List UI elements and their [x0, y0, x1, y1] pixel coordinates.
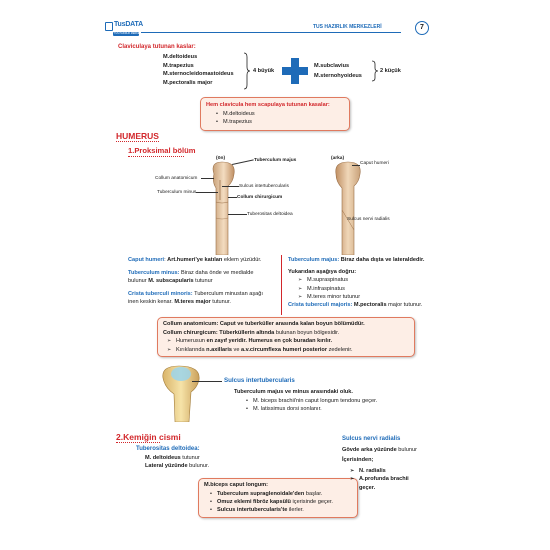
- tuberositas-line1: M. deltoideus tutunur: [145, 454, 200, 461]
- down-title: Yukarıdan aşağıya doğru:: [288, 268, 357, 275]
- list-item: Sulcus intertubercularis'te ilerler.: [208, 506, 352, 515]
- tub-minus-line1: Tuberculum minus: Biraz daha önde ve med…: [128, 269, 254, 276]
- radialis-list: N. radialis A.profunda brachii geçer.: [350, 467, 434, 492]
- list-item: A.profunda brachii geçer.: [350, 475, 420, 492]
- proksimal-heading: 1.Proksimal bölüm: [128, 146, 196, 155]
- list-item: N. radialis: [350, 467, 434, 476]
- leader-line: [192, 381, 222, 382]
- fig1-label-collum-chir: Collum chirurgicum: [237, 195, 283, 200]
- list-item: M.trapezius: [214, 118, 344, 127]
- radialis-inside: İçerisinden;: [342, 457, 374, 464]
- crista-minoris-line2: inen keskin kenar. M.teres major tutunur…: [128, 299, 231, 306]
- humerus-heading: HUMERUS: [116, 131, 159, 141]
- muscle-item: M.pectoralis major: [163, 79, 213, 86]
- collum-chir-line: Collum chirurgicum: Tüberküllerin altınd…: [163, 329, 340, 336]
- list-item: Humerusun en zayıf yeridir. Humerus en ç…: [167, 337, 409, 346]
- clavicula-title: Claviculaya tutunan kaslar:: [118, 44, 196, 50]
- crista-minoris-line1: Crista tuberculi minoris: Tuberculum min…: [128, 290, 263, 297]
- list-item: Kırıklarında n.axillaris ve a.v.circumfl…: [167, 346, 409, 355]
- leader-line: [201, 178, 214, 179]
- list-item: M.teres minor tutunur: [298, 293, 438, 302]
- proksimal-underline: [128, 156, 184, 157]
- fig1-label-tuberositas: Tuberositas deltoidea: [247, 212, 293, 217]
- leader-line: [228, 214, 247, 215]
- biceps-title: M.biceps caput longum:: [204, 482, 269, 488]
- tuberositas-section: Tuberositas deltoidea: M. deltoideus tut…: [136, 445, 209, 471]
- plus-icon: [282, 58, 308, 84]
- list-item: Tuberculum supraglenoidale'den başlar.: [208, 490, 352, 499]
- humerus-head-illustration: [162, 365, 200, 422]
- leader-line: [196, 192, 218, 193]
- clavicula-left-list: M.deltoideus M.trapezius M.sternocleidom…: [163, 53, 234, 87]
- down-list: M.supraspinatus M.infraspinatus M.teres …: [298, 276, 438, 302]
- sulcus-inter-list: M. biceps brachii'nin caput longum tendo…: [244, 397, 377, 414]
- logo-subtitle: TUS HAZIRLIK MERKEZLERİ: [113, 32, 139, 36]
- both-attach-box: Hem clavicula hem scapulaya tutunan kasa…: [200, 97, 350, 131]
- list-item: M.deltoideus: [214, 110, 344, 119]
- sulcus-inter-line1: Tuberculum majus ve minus arasındaki olu…: [234, 389, 353, 395]
- both-attach-list: M.deltoideus M.trapezius: [214, 110, 344, 127]
- logo-text: TusDATA: [114, 21, 143, 28]
- humerus-underline: [116, 141, 159, 142]
- both-attach-title: Hem clavicula hem scapulaya tutunan kasa…: [206, 102, 330, 108]
- radialis-section: Sulcus nervi radialis Gövde arka yüzünde…: [342, 435, 434, 492]
- list-item: M. biceps brachii'nin caput longum tendo…: [244, 397, 377, 406]
- crista-majoris-line: Crista tuberculi majoris: M.pectoralis m…: [288, 302, 423, 309]
- fig1-label-tub-minus: Tuberculum minus: [157, 190, 197, 195]
- list-item: M. latissimus dorsi sonlanır.: [244, 405, 377, 414]
- cismi-heading: 2.Kemiğin cismi: [116, 432, 181, 442]
- humerus-front-illustration: [212, 161, 235, 255]
- clavicula-right-list: M.subclavius M.sternohyoideus: [314, 61, 362, 81]
- logo-mark-icon: [105, 22, 113, 31]
- biceps-box: M.biceps caput longum: Tuberculum suprag…: [198, 478, 358, 518]
- collum-list: Humerusun en zayıf yeridir. Humerus en ç…: [167, 337, 409, 354]
- leader-line: [352, 165, 360, 166]
- logo: TusDATA TUS HAZIRLIK MERKEZLERİ: [105, 21, 143, 37]
- list-item: M.infraspinatus: [298, 285, 438, 294]
- leader-line: [228, 197, 237, 198]
- proximal-left-col: Caput humeri: Art.humeri'ye katılan ekle…: [128, 256, 274, 307]
- collum-anat-line: Collum anatomicum: Caput ve tuberküller …: [163, 321, 365, 327]
- tub-minus-line2: bulunur M. subscapularis tutunur: [128, 278, 213, 285]
- muscle-item: M.sternocleidomastoideus: [163, 71, 234, 78]
- left-brace-icon: [243, 52, 251, 90]
- tub-majus-line: Tuberculum majus: Biraz daha dışta ve la…: [288, 257, 425, 263]
- humerus-back-illustration: [335, 161, 361, 255]
- list-item: M.supraspinatus: [298, 276, 438, 285]
- list-item: Omuz eklemi fibröz kapsülü içerisinde ge…: [208, 498, 352, 507]
- muscle-item: M.sternohyoideus: [314, 73, 362, 79]
- caput-humeri-line: Caput humeri: Art.humeri'ye katılan ekle…: [128, 257, 262, 263]
- header-bar: TusDATA TUS HAZIRLIK MERKEZLERİ TUS HAZI…: [103, 21, 433, 39]
- header-rule: [141, 32, 401, 33]
- right-brace-icon: [371, 60, 379, 82]
- right-count: 2 küçük: [380, 68, 401, 74]
- left-count: 4 büyük: [253, 68, 275, 74]
- page-number: 7: [415, 21, 429, 35]
- fig1-label-tub-majus: Tuberculum majus: [254, 158, 297, 163]
- muscle-item: M.subclavius: [314, 63, 350, 69]
- proximal-right-col: Tuberculum majus: Biraz daha dışta ve la…: [288, 256, 438, 310]
- sulcus-inter-label: Sulcus intertubercularis: [224, 377, 295, 384]
- radialis-title: Sulcus nervi radialis: [342, 436, 401, 442]
- leader-line: [222, 186, 239, 187]
- tuberositas-line2: Lateral yüzünde bulunur.: [145, 463, 210, 470]
- fig2-label-caput: Caput humeri: [360, 161, 389, 166]
- fig2-label-arka: (arka): [331, 156, 345, 161]
- tuberositas-title: Tuberositas deltoidea:: [136, 446, 200, 452]
- fig1-label-collum-anat: Collum anatomicum: [155, 176, 198, 181]
- radialis-line1: Gövde arka yüzünde bulunur: [342, 446, 417, 453]
- fig1-label-on: (ön): [216, 156, 226, 161]
- muscle-item: M.trapezius: [163, 62, 194, 69]
- header-title: TUS HAZIRLIK MERKEZLERİ: [313, 24, 382, 30]
- biceps-list: Tuberculum supraglenoidale'den başlar. O…: [208, 490, 352, 516]
- column-divider: [281, 255, 282, 315]
- cismi-underline: [116, 442, 160, 443]
- fig1-label-sulcus: Sulcus intertubercularis: [239, 184, 289, 189]
- sulcus-inter-text: Tuberculum majus ve minus arasındaki olu…: [234, 388, 377, 414]
- muscle-item: M.deltoideus: [163, 54, 198, 60]
- fig2-label-sulcus-radialis: Sulcus nervi radialis: [347, 217, 390, 222]
- collum-box: Collum anatomicum: Caput ve tuberküller …: [157, 317, 415, 357]
